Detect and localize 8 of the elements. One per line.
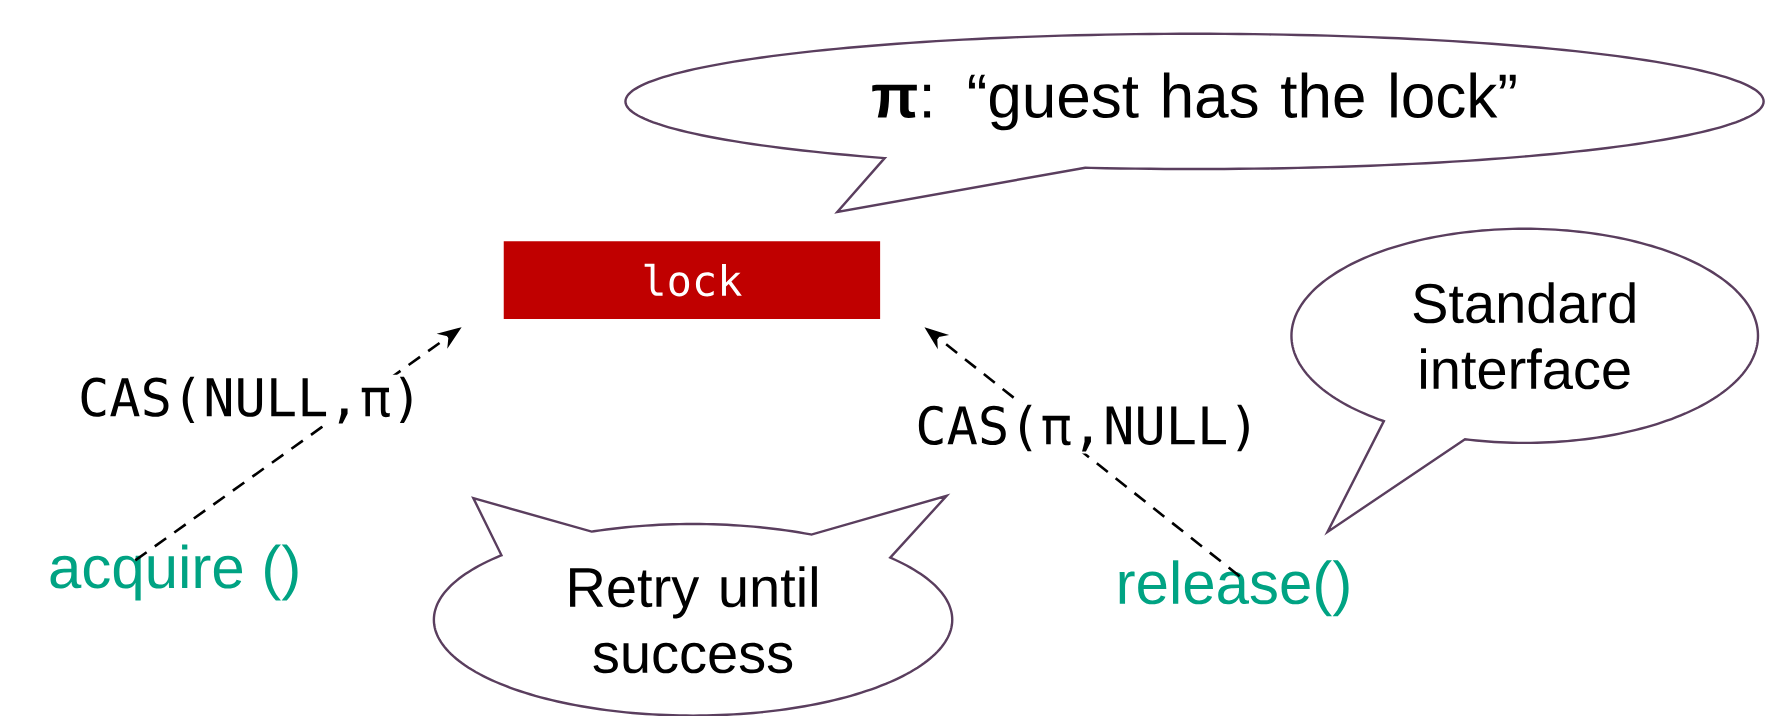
speech-bubble: Retry until success	[432, 493, 954, 716]
speech-bubble: π: “guest has the lock”	[624, 32, 1765, 214]
edge-label: CAS(NULL,π)	[76, 374, 425, 426]
speech-bubble: Standard interface	[1290, 227, 1760, 536]
lock-box: lock	[503, 241, 881, 319]
edge-label: CAS(π,NULL)	[913, 402, 1262, 454]
function-label: acquire ()	[50, 544, 298, 601]
function-label: release()	[1119, 560, 1349, 617]
